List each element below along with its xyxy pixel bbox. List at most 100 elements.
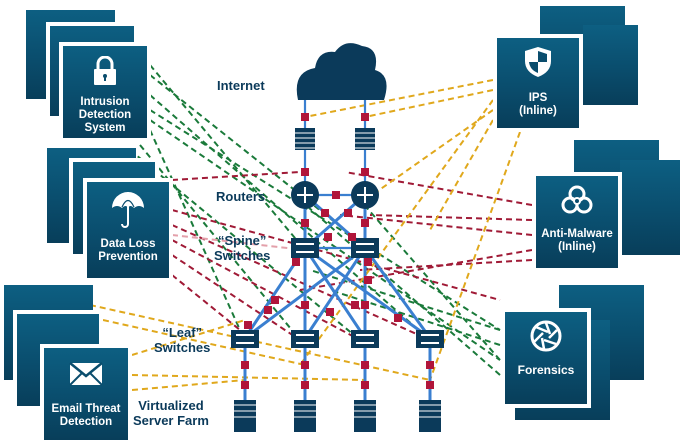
firewall-icon <box>295 128 315 150</box>
tap-point <box>351 301 359 309</box>
tap-link <box>171 274 241 331</box>
tap-link <box>429 119 494 231</box>
tap-link <box>304 79 494 118</box>
server-icon <box>294 400 316 432</box>
tap-point <box>292 258 300 266</box>
switch-arrows <box>356 334 374 344</box>
ips-label-line2: (Inline) <box>519 105 557 117</box>
server-farm-label: Virtualized Server Farm <box>133 398 209 428</box>
switch-arrows <box>296 334 314 344</box>
antimalware-box[interactable]: Anti-Malware (Inline) <box>532 172 622 272</box>
switch-arrows <box>236 334 254 344</box>
tap-point <box>324 233 332 241</box>
tap-point <box>348 233 356 241</box>
spine-label-line2: Switches <box>214 248 271 263</box>
tap-point <box>364 276 372 284</box>
tap-link <box>359 259 533 271</box>
aperture-icon <box>530 320 562 352</box>
tap-link <box>89 304 431 381</box>
tap-point <box>241 361 249 369</box>
tap-point <box>426 381 434 389</box>
tap-point <box>394 314 402 322</box>
biohazard-icon <box>561 185 593 214</box>
leaf-switch-icon <box>416 330 444 348</box>
tap-point <box>301 113 309 121</box>
server-icon <box>234 400 256 432</box>
leaf-switch-icon <box>231 330 259 348</box>
ips-label: IPS (Inline) <box>497 92 579 118</box>
spine-leaf-link <box>244 246 366 340</box>
tap-point <box>301 219 309 227</box>
tap-point <box>361 381 369 389</box>
tap-link <box>171 209 501 301</box>
envelope-icon <box>69 362 103 386</box>
antimalware-label-line1: Anti-Malware <box>541 228 613 240</box>
tap-point <box>361 301 369 309</box>
spine-leaf-link <box>303 247 367 339</box>
leaf-switch-icon <box>351 330 379 348</box>
forensics-label: Forensics <box>517 363 575 377</box>
tap-link <box>131 379 246 391</box>
tap-point <box>301 381 309 389</box>
server-farm-label-line1: Virtualized <box>138 398 204 413</box>
firewall-icon <box>355 128 375 150</box>
tap-point <box>326 308 334 316</box>
dlp-label-line2: Prevention <box>98 251 158 263</box>
tap-point <box>301 361 309 369</box>
switch-arrows <box>421 334 439 344</box>
routers-label: Routers <box>216 189 266 204</box>
dlp-box[interactable]: Data Loss Prevention <box>83 178 173 282</box>
tap-point <box>361 361 369 369</box>
tap-link <box>171 239 361 341</box>
email-label-line1: Email Threat <box>51 403 121 415</box>
tap-link <box>364 109 494 201</box>
tap-link <box>171 254 301 341</box>
tap-link <box>149 94 431 341</box>
tap-link <box>369 214 533 221</box>
shield-icon <box>525 47 551 77</box>
tap-link <box>364 89 494 118</box>
tap-point <box>361 168 369 176</box>
umbrella-icon <box>112 192 144 228</box>
spine-label: “Spine” Switches <box>214 233 270 263</box>
ids-label: Intrusion Detection System <box>63 96 147 135</box>
forensics-box[interactable]: Forensics <box>501 308 591 408</box>
ids-box[interactable]: Intrusion Detection System <box>59 42 151 142</box>
antimalware-label: Anti-Malware (Inline) <box>536 228 618 254</box>
spine-label-line1: “Spine” <box>217 233 267 248</box>
switch-arrows <box>356 243 374 253</box>
tap-point <box>264 306 272 314</box>
leaf-label: “Leaf” Switches <box>154 325 210 355</box>
switch-arrows <box>296 243 314 253</box>
router-arrows <box>297 187 313 203</box>
dlp-label-line1: Data Loss <box>100 238 156 250</box>
ids-label-line3: System <box>84 122 126 134</box>
server-icon <box>419 400 441 432</box>
tap-link <box>309 269 501 331</box>
tap-link <box>299 199 501 376</box>
internet-label: Internet <box>217 78 265 93</box>
cloud-icon <box>296 43 387 100</box>
tap-link <box>339 214 533 236</box>
antimalware-label-line2: (Inline) <box>558 241 596 253</box>
leaf-switch-icon <box>291 330 319 348</box>
tap-link <box>102 319 306 366</box>
tap-point <box>364 258 372 266</box>
tap-point <box>244 321 252 329</box>
email-label-line2: Detection <box>59 416 113 428</box>
tap-link <box>359 199 501 361</box>
email-label: Email Threat Detection <box>44 403 128 429</box>
tap-link <box>149 109 501 331</box>
tap-point <box>426 361 434 369</box>
tap-point <box>321 209 329 217</box>
tap-point <box>301 301 309 309</box>
tap-point <box>301 168 309 176</box>
dlp-label: Data Loss Prevention <box>87 238 169 264</box>
ips-box[interactable]: IPS (Inline) <box>493 34 583 132</box>
spine-switch-icon <box>291 238 319 258</box>
leaf-label-line2: Switches <box>154 340 211 355</box>
ips-box-back1 <box>583 25 638 105</box>
email-box[interactable]: Email Threat Detection <box>40 344 132 444</box>
am-box-back1 <box>620 160 680 255</box>
